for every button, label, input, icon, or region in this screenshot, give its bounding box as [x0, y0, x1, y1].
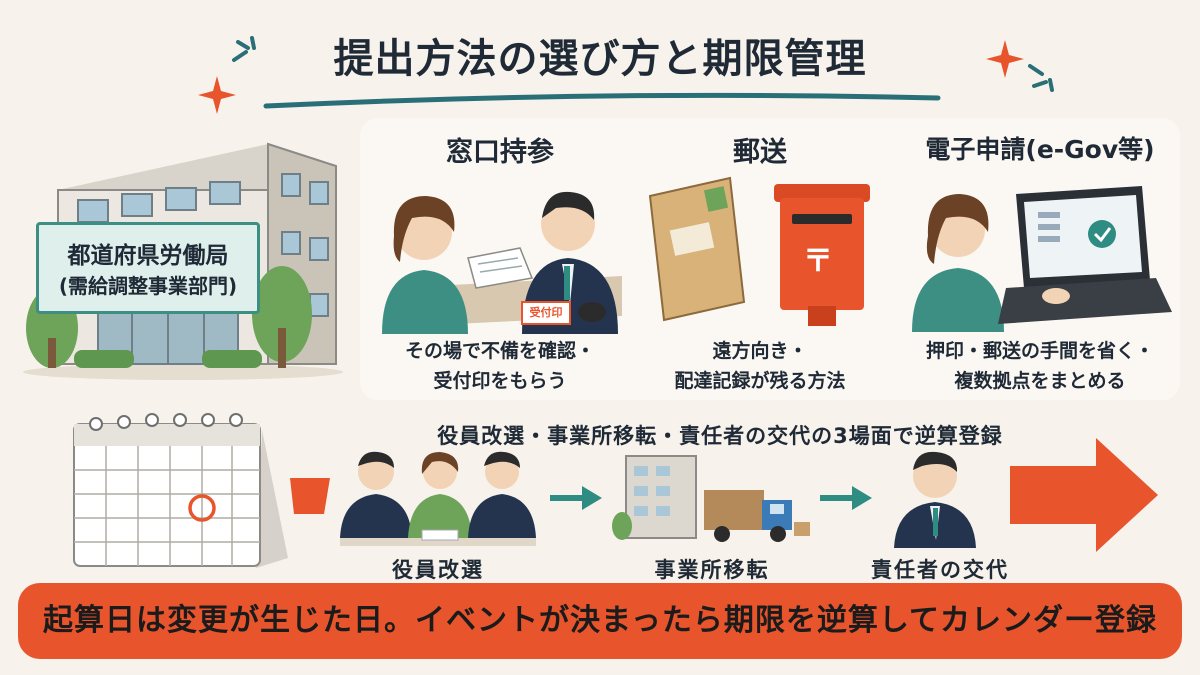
caption-line: その場で不備を確認・ [404, 340, 595, 362]
envelope-icon [648, 176, 746, 322]
building-icon [23, 142, 343, 380]
manager-illustration [894, 451, 976, 548]
method-title-mail: 郵送 [733, 137, 787, 168]
agency-division: (需給調整事業部門) [58, 274, 238, 298]
agency-name: 都道府県労働局 [67, 243, 229, 269]
method-caption-mail: 遠方向き・ 配達記録が残る方法 [640, 336, 880, 396]
caption-line: 配達記録が残る方法 [674, 370, 846, 392]
arrow-right-icon [1010, 438, 1158, 552]
scene-label-manager: 責任者の交代 [871, 558, 1009, 582]
accent-lines-icon [1028, 64, 1054, 92]
postbox-icon [774, 184, 870, 326]
sparkle-icon [198, 76, 236, 114]
calendar-icon [73, 413, 288, 568]
accent-lines-icon [232, 36, 256, 62]
laptop-icon [912, 186, 1172, 332]
agency-sign [36, 222, 260, 314]
arrow-right-icon [550, 486, 602, 510]
caption-line: 遠方向き・ [712, 340, 808, 362]
board-members-illustration [340, 451, 536, 546]
scene-label-board: 役員改選 [392, 558, 484, 582]
counter-submission-illustration [382, 191, 622, 334]
arrow-tail-icon [290, 478, 330, 514]
sparkle-icon [986, 40, 1024, 78]
title-underline [263, 92, 941, 109]
caption-line: 受付印をもらう [433, 370, 567, 392]
method-title-counter: 窓口持参 [446, 137, 554, 168]
truck-icon [612, 455, 810, 542]
caption-line: 複数拠点をまとめる [954, 370, 1126, 392]
arrow-right-icon [820, 486, 872, 510]
postbox-mark: 〒 [803, 244, 833, 279]
bottom-note-text: 起算日は変更が生じた日。イベントが決まったら期限を逆算してカレンダー登録 [43, 603, 1157, 638]
page-title: 提出方法の選び方と期限管理 [333, 36, 867, 82]
method-title-online: 電子申請(e-Gov等) [925, 135, 1155, 164]
caption-line: 押印・郵送の手間を省く・ [925, 340, 1154, 362]
scene-label-relocation: 事業所移転 [654, 558, 770, 582]
method-caption-online: 押印・郵送の手間を省く・ 複数拠点をまとめる [900, 336, 1180, 396]
method-caption-counter: その場で不備を確認・ 受付印をもらう [370, 336, 630, 396]
timeline-label: 役員改選・事業所移転・責任者の交代の3場面で逆算登録 [437, 424, 1003, 448]
bottom-note-banner [18, 583, 1182, 659]
stamp-label: 受付印 [529, 306, 563, 319]
